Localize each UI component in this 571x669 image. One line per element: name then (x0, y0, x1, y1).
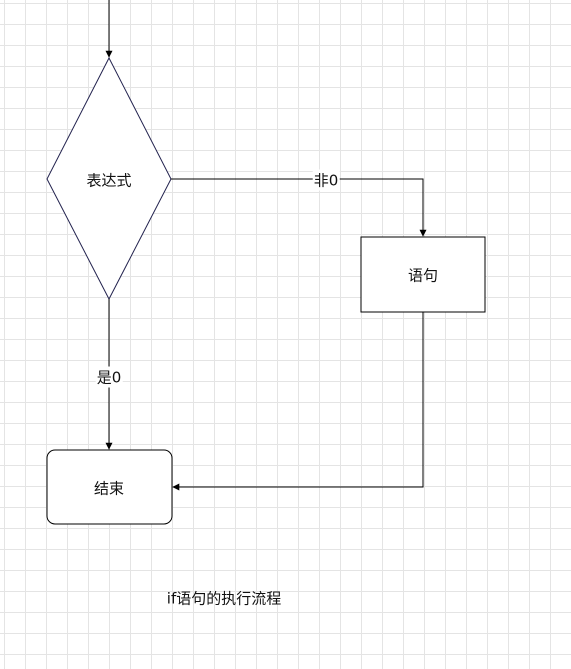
statement-box (360, 236, 486, 313)
edge-zero-label: 是0 (95, 366, 123, 388)
decision-label: 表达式 (86, 171, 132, 190)
statement-label: 语句 (407, 266, 439, 285)
diagram-caption: if语句的执行流程 (166, 589, 282, 608)
end-label: 结束 (93, 479, 125, 498)
edge-nonzero-label: 非0 (312, 169, 340, 191)
edge-statement-to-end (172, 312, 424, 491)
end-box (46, 449, 173, 525)
edge-nonzero (171, 178, 427, 237)
